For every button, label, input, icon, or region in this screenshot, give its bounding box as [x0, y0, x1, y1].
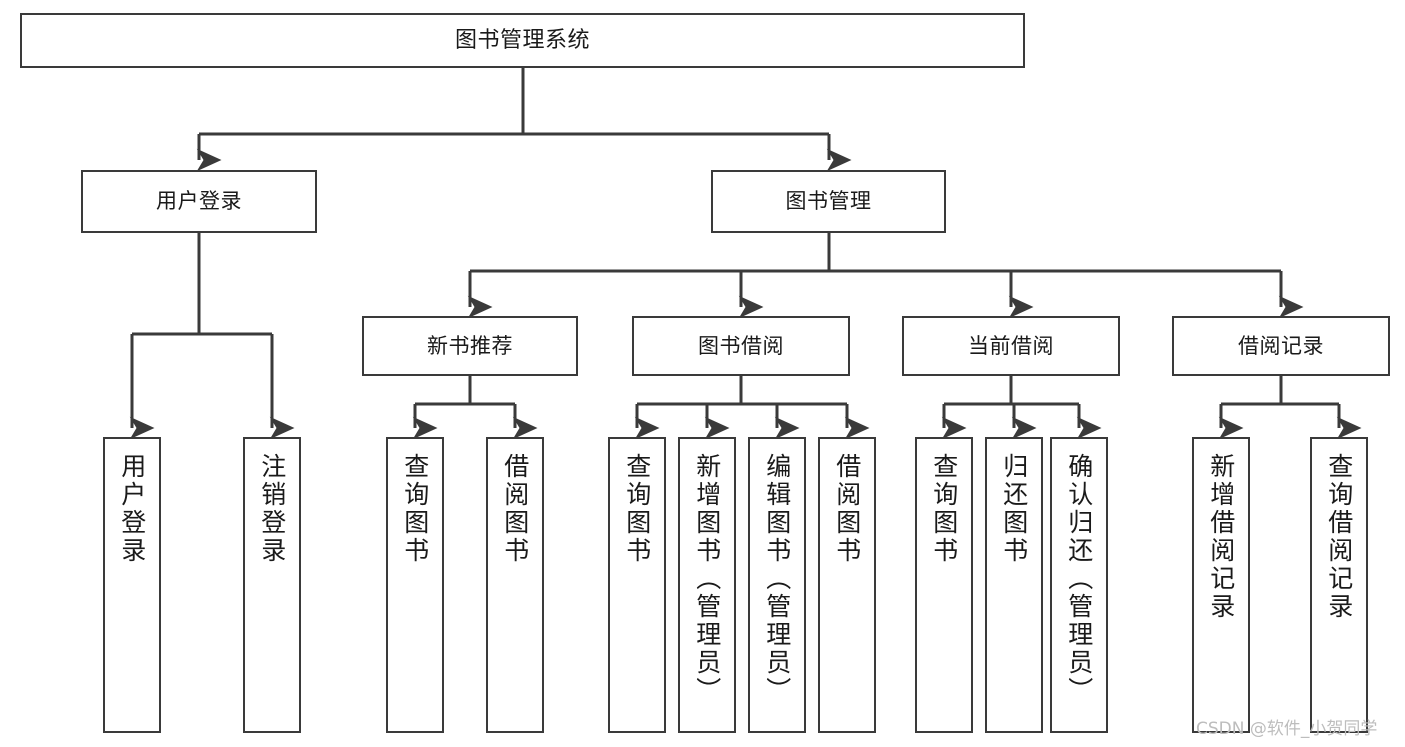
node-user-login[interactable]: 用户登录	[81, 170, 317, 233]
node-leaf-query-book-recommend[interactable]: 查询图书	[386, 437, 444, 733]
node-leaf-return-book[interactable]: 归还图书	[985, 437, 1043, 733]
watermark-text: CSDN @软件_小贺同学	[1196, 719, 1378, 739]
node-leaf-confirm-return-admin[interactable]: 确认归还（管理员）	[1050, 437, 1108, 733]
node-leaf-query-borrow-record[interactable]: 查询借阅记录	[1310, 437, 1368, 733]
node-leaf-query-book-borrow[interactable]: 查询图书	[608, 437, 666, 733]
node-new-book-recommend-label: 新书推荐	[427, 333, 513, 358]
node-leaf-borrow-book[interactable]: 借阅图书	[818, 437, 876, 733]
node-leaf-query-book-recommend-label: 查询图书	[400, 453, 430, 565]
node-leaf-return-book-label: 归还图书	[999, 453, 1029, 565]
node-leaf-add-book-admin-label: 新增图书（管理员）	[692, 453, 722, 705]
node-book-borrow-label: 图书借阅	[698, 333, 784, 358]
node-root[interactable]: 图书管理系统	[20, 13, 1025, 68]
node-user-login-label: 用户登录	[156, 189, 242, 214]
node-book-borrow[interactable]: 图书借阅	[632, 316, 850, 376]
node-leaf-add-book-admin[interactable]: 新增图书（管理员）	[678, 437, 736, 733]
node-leaf-confirm-return-admin-label: 确认归还（管理员）	[1064, 453, 1094, 705]
node-borrow-record[interactable]: 借阅记录	[1172, 316, 1390, 376]
node-leaf-borrow-book-recommend[interactable]: 借阅图书	[486, 437, 544, 733]
node-current-borrow[interactable]: 当前借阅	[902, 316, 1120, 376]
node-current-borrow-label: 当前借阅	[968, 333, 1054, 358]
node-leaf-add-borrow-record[interactable]: 新增借阅记录	[1192, 437, 1250, 733]
node-leaf-query-borrow-record-label: 查询借阅记录	[1324, 453, 1354, 621]
node-leaf-user-login[interactable]: 用户登录	[103, 437, 161, 733]
node-leaf-edit-book-admin[interactable]: 编辑图书（管理员）	[748, 437, 806, 733]
node-leaf-borrow-book-label: 借阅图书	[832, 453, 862, 565]
node-book-management[interactable]: 图书管理	[711, 170, 946, 233]
node-leaf-add-borrow-record-label: 新增借阅记录	[1206, 453, 1236, 621]
node-leaf-borrow-book-recommend-label: 借阅图书	[500, 453, 530, 565]
node-leaf-query-book-current-label: 查询图书	[929, 453, 959, 565]
node-leaf-query-book-borrow-label: 查询图书	[622, 453, 652, 565]
node-leaf-user-login-label: 用户登录	[117, 453, 147, 565]
node-borrow-record-label: 借阅记录	[1238, 333, 1324, 358]
node-leaf-logout-label: 注销登录	[257, 453, 287, 565]
node-new-book-recommend[interactable]: 新书推荐	[362, 316, 578, 376]
node-book-management-label: 图书管理	[785, 189, 872, 214]
node-leaf-edit-book-admin-label: 编辑图书（管理员）	[762, 453, 792, 705]
node-leaf-logout[interactable]: 注销登录	[243, 437, 301, 733]
node-leaf-query-book-current[interactable]: 查询图书	[915, 437, 973, 733]
node-root-label: 图书管理系统	[454, 27, 590, 53]
